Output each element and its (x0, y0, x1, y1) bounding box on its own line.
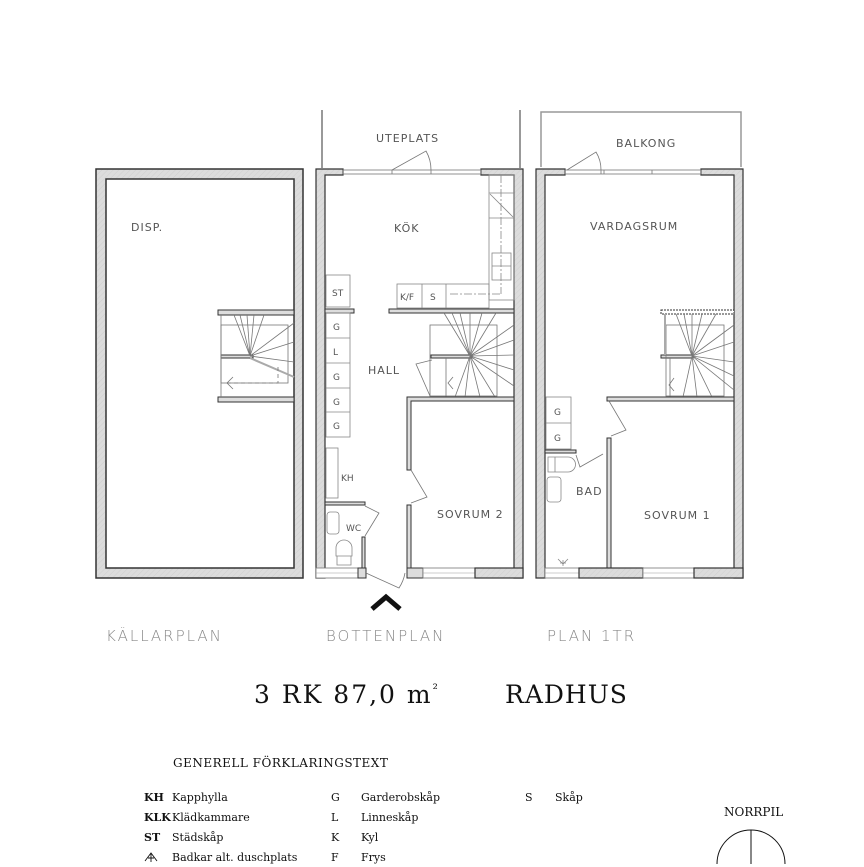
legend-code: KH (144, 791, 164, 804)
entrance-door (365, 572, 406, 589)
legend-item: S Skåp (525, 791, 583, 807)
legend-label: Linneskåp (361, 811, 419, 824)
legend-label: Frys (361, 851, 386, 864)
legend-code: S (525, 791, 533, 804)
legend-item: L Linneskåp (331, 811, 418, 827)
floor-label-bottenplan: BOTTENPLAN (326, 627, 445, 645)
legend-label: Badkar alt. duschplats (172, 851, 298, 864)
legend-label: Klädkammare (172, 811, 250, 824)
size-text: 3 RK 87,0 m (254, 680, 433, 709)
fixture-label: G (554, 408, 561, 418)
floor-label-kallarplan: KÄLLARPLAN (106, 626, 223, 645)
fixture-label: G (554, 434, 561, 444)
north-arrow-label: NORRPIL (724, 805, 784, 819)
legend-label: Kapphylla (172, 791, 228, 804)
legend-code: KLK (144, 811, 171, 824)
outdoor-label-uteplats: UTEPLATS (376, 132, 439, 145)
toilet-icon (547, 456, 576, 473)
stair (415, 312, 515, 398)
room-label-wc: WC (346, 524, 361, 534)
sink-icon (546, 476, 562, 503)
legend-item: G Garderobskåp (331, 791, 440, 807)
room-label-vardagsrum: VARDAGSRUM (590, 220, 678, 233)
kitchen-counter (325, 174, 515, 309)
legend-item: ST Städskåp (144, 831, 223, 847)
north-arrow-icon (716, 829, 786, 864)
fixture-label: G (333, 398, 340, 408)
fixture-label: G (333, 422, 340, 432)
room-label-kok: KÖK (394, 222, 419, 235)
unit-superscript: ² (432, 682, 440, 697)
fixture-label: G (333, 373, 340, 383)
legend-label: Städskåp (172, 831, 224, 844)
fixture-label: S (430, 293, 436, 303)
fixture-label: KH (341, 474, 354, 484)
fixture-label: G (333, 323, 340, 333)
outdoor-label-balkong: BALKONG (616, 137, 676, 150)
wardrobes (545, 396, 572, 450)
room-label-hall: HALL (368, 364, 400, 377)
legend-item: F Frys (331, 851, 386, 867)
fixture-label: L (333, 348, 338, 358)
legend-label: Kyl (361, 831, 379, 844)
apartment-size: 3 RK 87,0 m² (254, 680, 440, 709)
stair (660, 309, 735, 398)
fixture-label: ST (332, 289, 344, 299)
legend-item: K Kyl (331, 831, 378, 847)
legend-item: KLKKlädkammare (144, 811, 250, 827)
bottenplan: UTEPLATS K/F S ST KÖK (315, 110, 524, 645)
bathtub-shower-icon (144, 852, 158, 862)
legend-item: KH Kapphylla (144, 791, 228, 807)
floor-label-plan-1tr: PLAN 1TR (547, 627, 636, 645)
legend-label: Skåp (555, 791, 583, 804)
entrance-arrow-icon (370, 593, 402, 611)
balcony-railing (540, 111, 742, 167)
legend-code: ST (144, 831, 161, 844)
legend-code: F (331, 851, 339, 864)
room-label-sovrum-1: SOVRUM 1 (644, 509, 711, 522)
legend-item: ⩚Badkar alt. duschplats (144, 851, 297, 867)
plan-1tr: BALKONG VARDAGSRUM (535, 111, 744, 645)
room-label-disp: DISP. (131, 221, 163, 234)
stair (217, 309, 295, 403)
fixture-label: K/F (400, 293, 414, 303)
room-label-sovrum-2: SOVRUM 2 (437, 508, 504, 521)
patio-door (342, 150, 482, 175)
wall-outer (95, 168, 304, 579)
legend-code: G (331, 791, 340, 804)
sink-icon (326, 511, 340, 535)
wardrobes (325, 312, 351, 499)
floor-drain-icon (557, 558, 569, 566)
legend-title: GENERELL FÖRKLARINGSTEXT (173, 756, 389, 770)
room-label-bad: BAD (576, 485, 603, 498)
kallarplan: DISP. KÄLLARPLAN (95, 168, 304, 645)
legend-code: L (331, 811, 339, 824)
legend-label: Garderobskåp (361, 791, 440, 804)
balcony-door (564, 151, 702, 175)
toilet-icon (335, 539, 353, 566)
legend-code: K (331, 831, 340, 844)
building-type: RADHUS (505, 680, 628, 709)
